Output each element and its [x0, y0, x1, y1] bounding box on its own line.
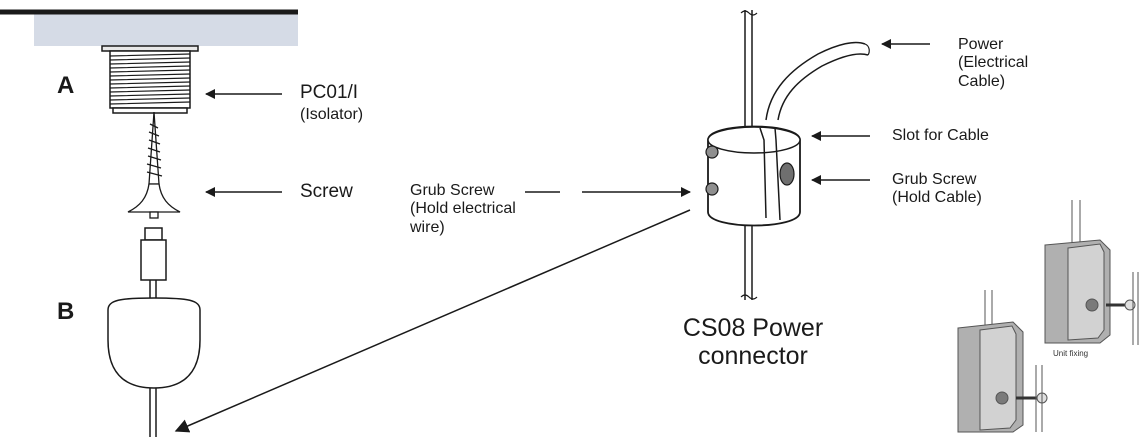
power-label: Power (Electrical Cable) [958, 36, 1028, 91]
isolator-label-line2: (Isolator) [300, 106, 364, 123]
connector-title-line1: CS08 Power [682, 314, 824, 342]
grub-right-line1: Grub Screw [892, 171, 977, 188]
part-b-label: B [57, 298, 75, 325]
screw-part [127, 111, 181, 219]
power-line1: Power [958, 36, 1004, 53]
grub-right-line2: (Hold Cable) [892, 189, 982, 207]
grub-left-line3: wire) [410, 218, 445, 236]
unit-fixing-caption: Unit fixing [1053, 349, 1089, 358]
connector-title-line2: connector [698, 341, 808, 370]
unit-fixing-illustration-front [957, 290, 1048, 433]
isolator-label: PC01/I [300, 82, 358, 104]
pendant-arrow [174, 209, 691, 433]
power-line2: (Electrical [958, 54, 1029, 72]
grub-left-line2: (Hold electrical [410, 200, 516, 218]
slot-label: Slot for Cable [892, 127, 989, 144]
screw-label: Screw [300, 181, 353, 202]
unit-fixing-illustration-back [1044, 200, 1139, 345]
grub-screw-left-label: Grub Screw (Hold electrical wire) [410, 182, 516, 237]
isolator-label-line1: PC01/I [300, 82, 359, 103]
part-a-label: A [57, 72, 75, 99]
pendant-part [107, 227, 201, 437]
isolator-part [101, 45, 199, 114]
grub-screw-right-label: Grub Screw (Hold Cable) [892, 171, 982, 208]
power-connector-part [705, 10, 870, 300]
grub-left-line1: Grub Screw [410, 182, 495, 199]
connector-title: CS08 Power connector [668, 314, 838, 370]
ceiling-panel [0, 9, 298, 46]
power-line3: Cable) [958, 72, 1006, 90]
